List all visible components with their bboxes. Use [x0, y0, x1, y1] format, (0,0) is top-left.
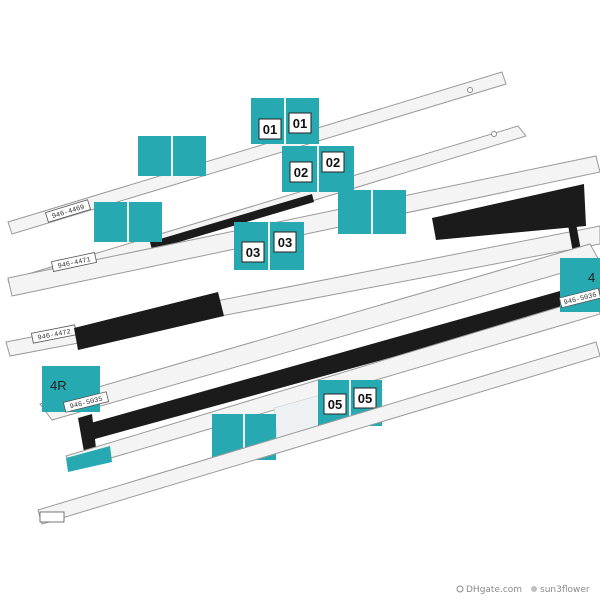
tab-label-05a: 05 [328, 397, 342, 412]
watermark-store: sun3flower [540, 585, 590, 595]
tab-label-03b: 03 [278, 235, 292, 250]
tab-label-02a: 02 [294, 165, 308, 180]
tab-label-01b: 01 [293, 116, 307, 131]
watermark: DHgate.com sun3flower [456, 585, 590, 595]
strip-946-5035: 4R 946-5035 [39, 212, 600, 421]
strip-02 [7, 125, 527, 293]
tab-label-4: 4 [588, 270, 595, 285]
tab-label-03a: 03 [246, 245, 260, 260]
tab-label-4R: 4R [50, 378, 67, 393]
strip-946-4469: 946-4469 [7, 71, 507, 235]
tab-03-group: 03 03 [234, 222, 304, 270]
watermark-site: DHgate.com [466, 585, 522, 595]
strip-bottom [37, 341, 600, 525]
strip-946-4472: 946-4472 [5, 225, 600, 357]
tab-label-05b: 05 [358, 391, 372, 406]
tab-01-group: 01 01 [251, 98, 319, 144]
tab-02-group: 02 02 [282, 146, 354, 192]
tab-label-02b: 02 [326, 155, 340, 170]
tab-label-01a: 01 [263, 122, 277, 137]
